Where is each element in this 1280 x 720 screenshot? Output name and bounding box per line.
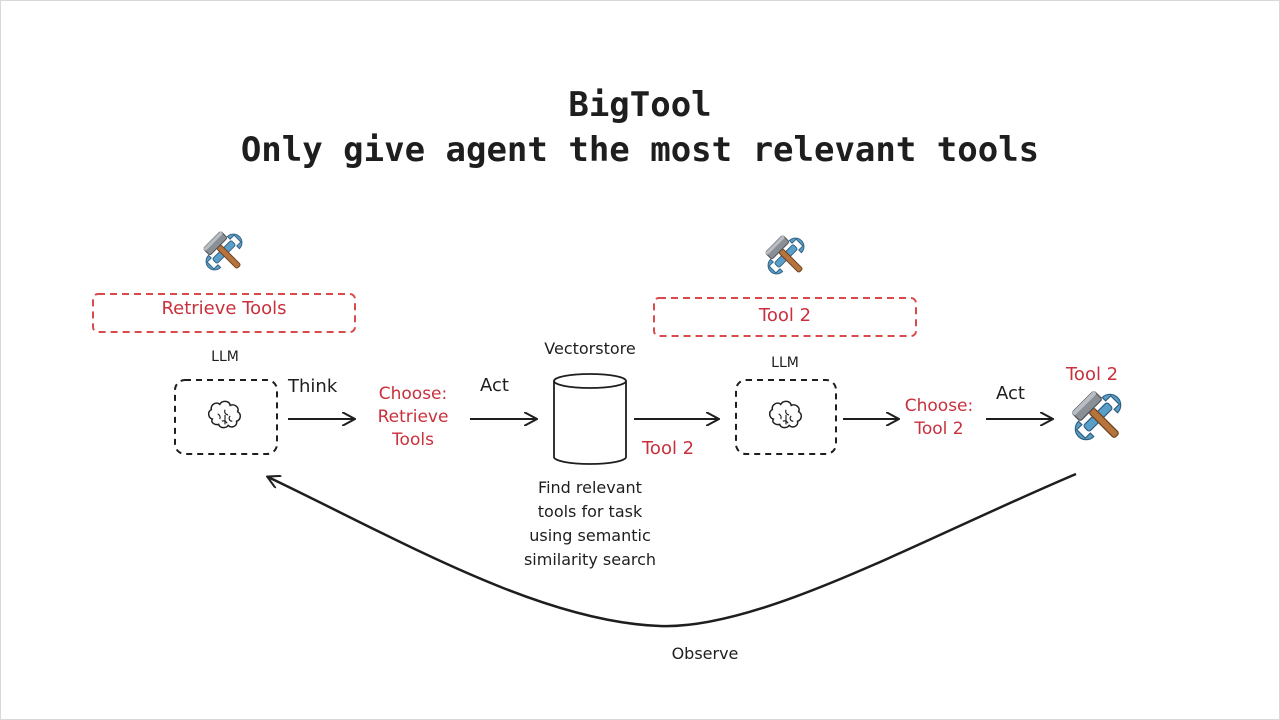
find-desc-line-4: similarity search	[523, 550, 657, 569]
hammer-and-wrench-icon	[202, 230, 248, 276]
tool2-box	[653, 297, 917, 337]
title-main: BigTool	[568, 85, 712, 125]
act-right-label: Act	[996, 383, 1025, 404]
llm-right-label: LLM	[771, 355, 799, 371]
choose-retrieve-label: Choose: Retrieve Tools	[366, 383, 460, 452]
tool2-final-label: Tool 2	[1066, 364, 1119, 385]
observe-label: Observe	[671, 644, 739, 663]
vectorstore-label: Vectorstore	[544, 339, 636, 358]
act-left-label: Act	[480, 375, 509, 396]
tool2-output-label: Tool 2	[642, 438, 695, 459]
brain-icon	[768, 400, 803, 429]
choose-retrieve-line-2: Retrieve	[377, 407, 449, 427]
tool2-box-label: Tool 2	[758, 305, 812, 326]
hammer-and-wrench-icon	[764, 234, 810, 280]
llm-box-left	[174, 379, 278, 455]
retrieve-tools-label: Retrieve Tools	[161, 298, 287, 319]
brain-icon	[207, 400, 242, 429]
find-desc-line-3: using semantic	[529, 526, 651, 545]
hammer-and-wrench-icon	[1070, 389, 1129, 448]
choose-retrieve-line-3: Tools	[392, 430, 434, 450]
think-label: Think	[288, 376, 338, 397]
llm-left-label: LLM	[211, 349, 239, 365]
choose-tool2-line-1: Choose:	[904, 396, 974, 416]
retrieve-tools-box	[92, 293, 356, 333]
find-desc-line-1: Find relevant	[538, 478, 642, 497]
llm-box-right	[735, 379, 837, 455]
find-desc-line-2: tools for task	[537, 502, 643, 521]
choose-tool2-line-2: Tool 2	[914, 419, 964, 439]
find-description: Find relevant tools for task using seman…	[505, 476, 675, 572]
cylinder-database-icon	[553, 373, 627, 465]
observe-loop-arrow	[268, 472, 1077, 628]
title-subtitle: Only give agent the most relevant tools	[240, 130, 1040, 170]
choose-tool2-label: Choose: Tool 2	[896, 395, 982, 441]
choose-retrieve-line-1: Choose:	[378, 384, 448, 404]
